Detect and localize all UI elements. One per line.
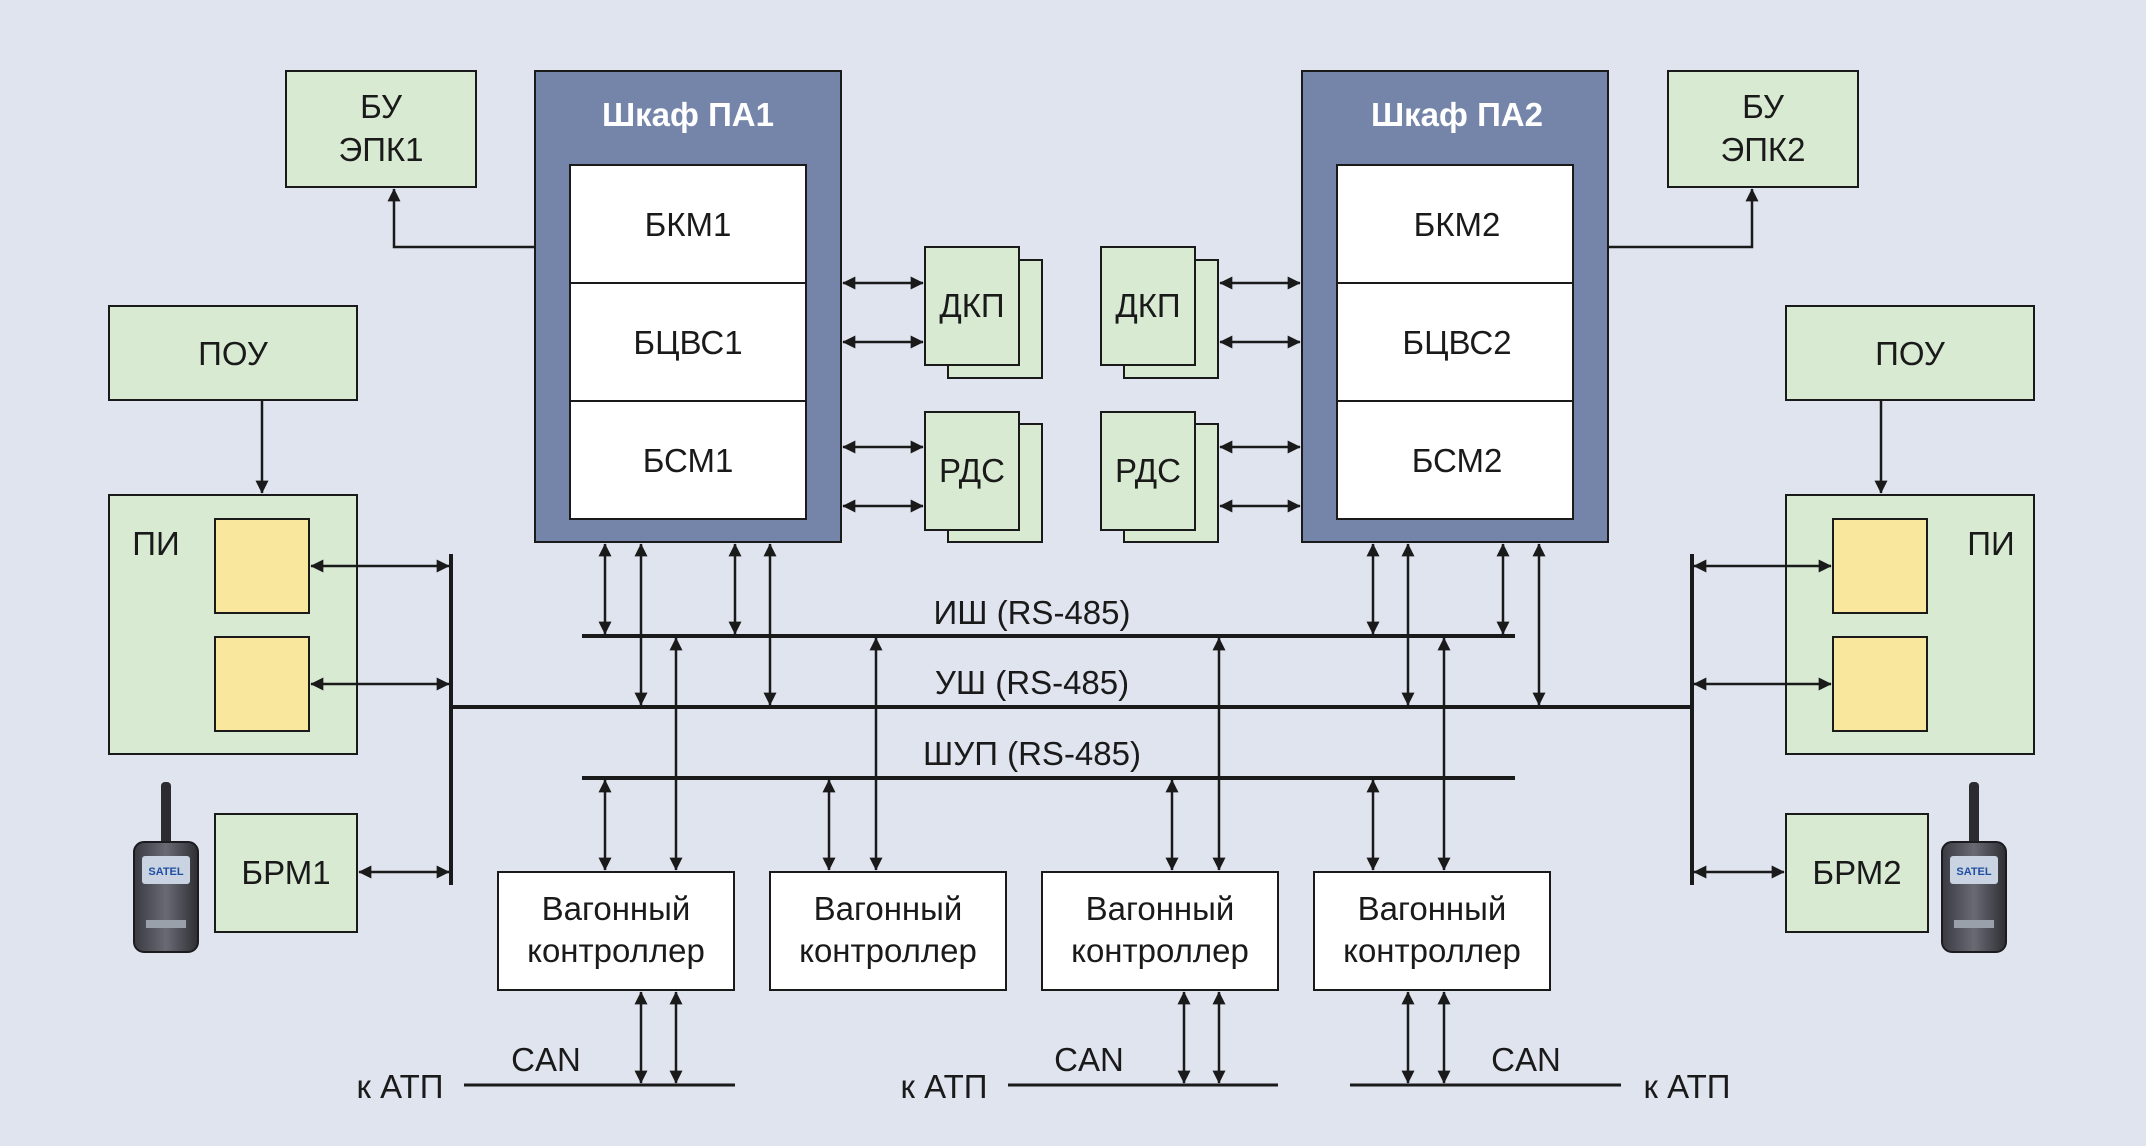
wagon-controller-3-line1: Вагонный	[1086, 890, 1235, 927]
pou-left-label: ПОУ	[198, 335, 269, 372]
dkp-left-label: ДКП	[939, 287, 1004, 324]
dkp-left-block: ДКП	[924, 246, 1043, 379]
rds-left-label: РДС	[939, 452, 1005, 489]
bu-epk1-line2: ЭПК1	[338, 131, 423, 168]
can-label-3: CAN	[1491, 1041, 1561, 1078]
module-bsm1-label: БСМ1	[643, 442, 734, 479]
brm2-label: БРМ2	[1812, 854, 1901, 891]
can-label-1: CAN	[511, 1041, 581, 1078]
bu-epk2-line2: ЭПК2	[1720, 131, 1805, 168]
pou-left-block: ПОУ	[108, 305, 358, 401]
module-bcvs1-label: БЦВС1	[633, 324, 742, 361]
wagon-controller-2-line2: контроллер	[799, 932, 977, 969]
k-atp-label-1: к АТП	[357, 1068, 444, 1105]
cabinet-pa2-title: Шкаф ПА2	[1371, 96, 1543, 133]
wagon-controller-1: Вагонный контроллер	[497, 871, 735, 991]
k-atp-label-2: к АТП	[901, 1068, 988, 1105]
wagon-controller-1-line2: контроллер	[527, 932, 705, 969]
cabinet-pa1-title: Шкаф ПА1	[602, 96, 774, 133]
cabinet-pa1: Шкаф ПА1 БКМ1 БЦВС1 БСМ1	[534, 70, 842, 543]
wagon-controller-4-line2: контроллер	[1343, 932, 1521, 969]
wagon-controller-2-line1: Вагонный	[814, 890, 963, 927]
bu-epk2-block: БУ ЭПК2	[1667, 70, 1859, 188]
module-bkm2	[1336, 164, 1574, 284]
bus-controller-connectors	[598, 637, 1451, 871]
wagon-controller-2: Вагонный контроллер	[769, 871, 1007, 991]
rds-right-block: РДС	[1100, 411, 1219, 543]
wagon-controller-1-line1: Вагонный	[542, 890, 691, 927]
pi-left-label: ПИ	[132, 525, 179, 562]
radio-modem-right-icon: SATEL	[1941, 782, 2007, 953]
brm2-block: БРМ2	[1785, 813, 1929, 933]
wagon-controller-4-line1: Вагонный	[1358, 890, 1507, 927]
cabinet-dkp-rds-connectors	[842, 276, 1301, 513]
dkp-right-block: ДКП	[1100, 246, 1219, 379]
dkp-right-label: ДКП	[1115, 287, 1180, 324]
wagon-controller-3-line2: контроллер	[1071, 932, 1249, 969]
can-label-2: CAN	[1054, 1041, 1124, 1078]
bu-epk1-block: БУ ЭПК1	[285, 70, 477, 188]
radio-modem-left-icon: SATEL	[133, 782, 199, 953]
pi-left-block: ПИ	[108, 494, 358, 755]
pi-right-unit-1	[1832, 518, 1928, 614]
pi-brm-bus-connectors	[310, 559, 1832, 879]
pou-right-block: ПОУ	[1785, 305, 2035, 401]
epk-connectors	[387, 188, 1759, 249]
pi-right-label: ПИ	[1967, 525, 2014, 562]
pi-left-unit-1	[214, 518, 310, 614]
pi-right-unit-2	[1832, 636, 1928, 732]
wagon-controller-4: Вагонный контроллер	[1313, 871, 1551, 991]
module-bkm1	[569, 164, 807, 284]
rds-right-label: РДС	[1115, 452, 1181, 489]
brm1-label: БРМ1	[241, 854, 330, 891]
k-atp-label-3: к АТП	[1644, 1068, 1731, 1105]
module-bcvs2-label: БЦВС2	[1402, 324, 1511, 361]
pou-right-label: ПОУ	[1875, 335, 1946, 372]
module-bsm1	[569, 400, 807, 520]
brm1-block: БРМ1	[214, 813, 358, 933]
controller-can-connectors	[634, 991, 1451, 1084]
pi-left-unit-2	[214, 636, 310, 732]
module-bcvs1	[569, 282, 807, 402]
rds-left-block: РДС	[924, 411, 1043, 543]
bus-ush-label: УШ (RS-485)	[935, 664, 1129, 701]
module-bsm2	[1336, 400, 1574, 520]
cabinet-bus-connectors	[598, 543, 1546, 706]
cabinet-pa2: Шкаф ПА2 БКМ2 БЦВС2 БСМ2	[1301, 70, 1609, 543]
buses	[449, 554, 1694, 885]
radio-right-brand: SATEL	[1956, 866, 1992, 878]
bus-ish-label: ИШ (RS-485)	[933, 594, 1130, 631]
module-bsm2-label: БСМ2	[1412, 442, 1503, 479]
bu-epk1-line1: БУ	[360, 88, 403, 125]
pi-right-block: ПИ	[1785, 494, 2035, 755]
module-bkm2-label: БКМ2	[1414, 206, 1501, 243]
wagon-controller-3: Вагонный контроллер	[1041, 871, 1279, 991]
pou-pi-connectors	[255, 400, 1888, 494]
bu-epk2-line1: БУ	[1742, 88, 1785, 125]
bus-shup-label: ШУП (RS-485)	[923, 735, 1141, 772]
module-bkm1-label: БКМ1	[645, 206, 732, 243]
radio-left-brand: SATEL	[148, 866, 184, 878]
